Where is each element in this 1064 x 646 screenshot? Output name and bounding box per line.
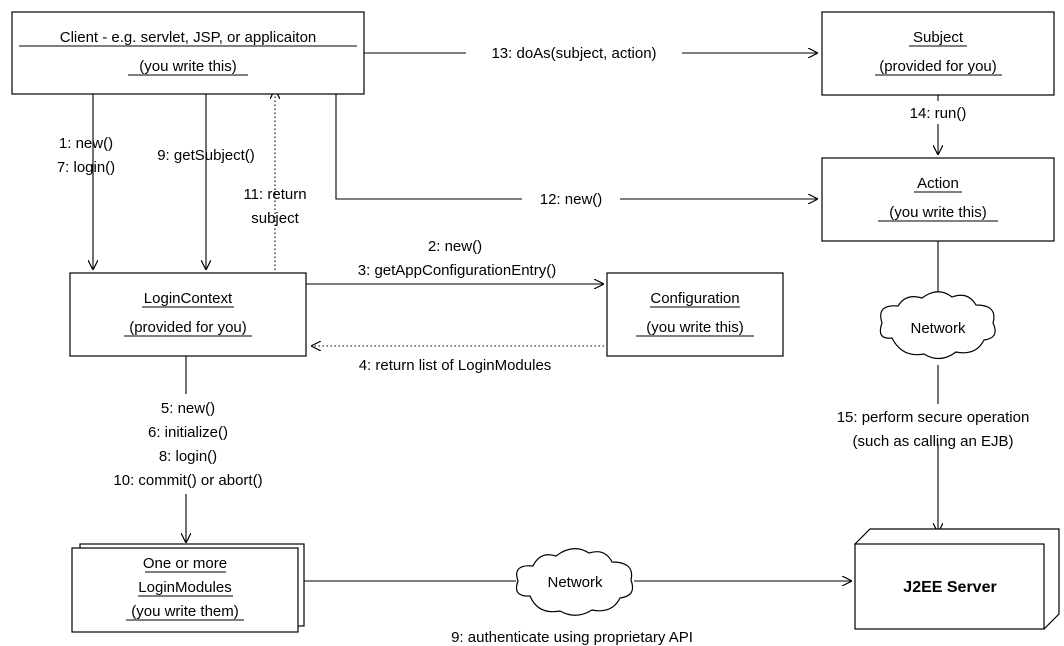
msg-3-getappconfigurationentry: 3: getAppConfigurationEntry() — [358, 262, 556, 279]
msg-15-such-as-ejb: (such as calling an EJB) — [853, 433, 1014, 450]
loginmodules-line1: One or more — [143, 555, 227, 572]
msg-5-new: 5: new() — [161, 400, 215, 417]
client-subtitle: (you write this) — [139, 58, 237, 75]
arrow-client-to-action — [335, 94, 522, 200]
j2ee-server-front — [854, 543, 1045, 630]
network-cloud-bottom: Network — [515, 548, 634, 616]
connectors — [93, 53, 938, 581]
msg-11-subject: subject — [251, 210, 299, 227]
message-labels: 13: doAs(subject, action) 1: new() 7: lo… — [57, 45, 1029, 646]
msg-9-authenticate: 9: authenticate using proprietary API — [451, 629, 693, 646]
network-label-right: Network — [910, 320, 966, 337]
configuration-box: Configuration (you write this) — [606, 272, 784, 357]
msg-9-getsubject: 9: getSubject() — [157, 147, 255, 164]
j2ee-server-node: J2EE Server — [853, 528, 1060, 630]
action-box: Action (you write this) — [821, 157, 1055, 242]
client-title: Client - e.g. servlet, JSP, or applicait… — [60, 29, 317, 46]
subject-subtitle: (provided for you) — [879, 58, 997, 75]
msg-14-run: 14: run() — [910, 105, 967, 122]
configuration-title: Configuration — [650, 290, 739, 307]
msg-6-initialize: 6: initialize() — [148, 424, 228, 441]
subject-box: Subject (provided for you) — [821, 11, 1055, 96]
msg-13-doas: 13: doAs(subject, action) — [491, 45, 656, 62]
msg-7-login: 7: login() — [57, 159, 115, 176]
msg-8-login: 8: login() — [159, 448, 217, 465]
msg-4-return-list: 4: return list of LoginModules — [359, 357, 552, 374]
logincontext-subtitle: (provided for you) — [129, 319, 247, 336]
action-title: Action — [917, 175, 959, 192]
network-label-bottom: Network — [547, 574, 603, 591]
j2ee-server-label: J2EE Server — [903, 579, 996, 596]
msg-1-new: 1: new() — [59, 135, 113, 152]
msg-15-perform-secure-operation: 15: perform secure operation — [837, 409, 1030, 426]
action-subtitle: (you write this) — [889, 204, 987, 221]
loginmodules-stack: One or more LoginModules (you write them… — [71, 543, 305, 633]
loginmodules-line2: LoginModules — [138, 579, 231, 596]
client-box: Client - e.g. servlet, JSP, or applicait… — [11, 11, 365, 95]
configuration-subtitle: (you write this) — [646, 319, 744, 336]
loginmodules-line3: (you write them) — [131, 603, 239, 620]
msg-2-new: 2: new() — [428, 238, 482, 255]
msg-12-new: 12: new() — [540, 191, 603, 208]
network-cloud-right: Network — [879, 291, 996, 360]
msg-11-return: 11: return — [243, 186, 306, 203]
logincontext-title: LoginContext — [144, 290, 233, 307]
logincontext-box: LoginContext (provided for you) — [69, 272, 307, 357]
subject-title: Subject — [913, 29, 964, 46]
loginmodules-front-box — [71, 547, 299, 633]
msg-10-commit-abort: 10: commit() or abort() — [113, 472, 262, 489]
